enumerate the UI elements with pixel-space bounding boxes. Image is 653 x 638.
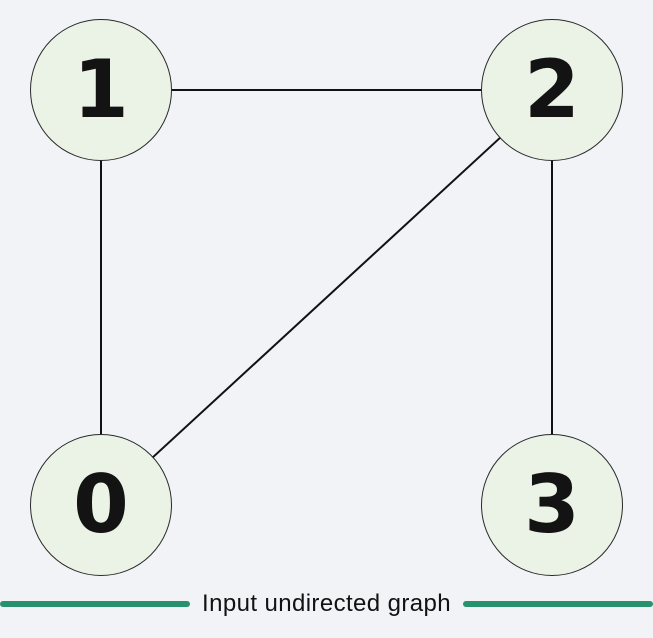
edge-0-2 xyxy=(100,89,553,506)
caption-label: Input undirected graph xyxy=(202,590,451,617)
node-0: 0 xyxy=(30,434,172,576)
node-3: 3 xyxy=(481,434,623,576)
node-1: 1 xyxy=(30,19,172,161)
caption-rule-right xyxy=(463,601,653,607)
caption-rule-left xyxy=(0,601,191,607)
node-2: 2 xyxy=(481,19,623,161)
caption: Input undirected graph xyxy=(0,590,653,618)
